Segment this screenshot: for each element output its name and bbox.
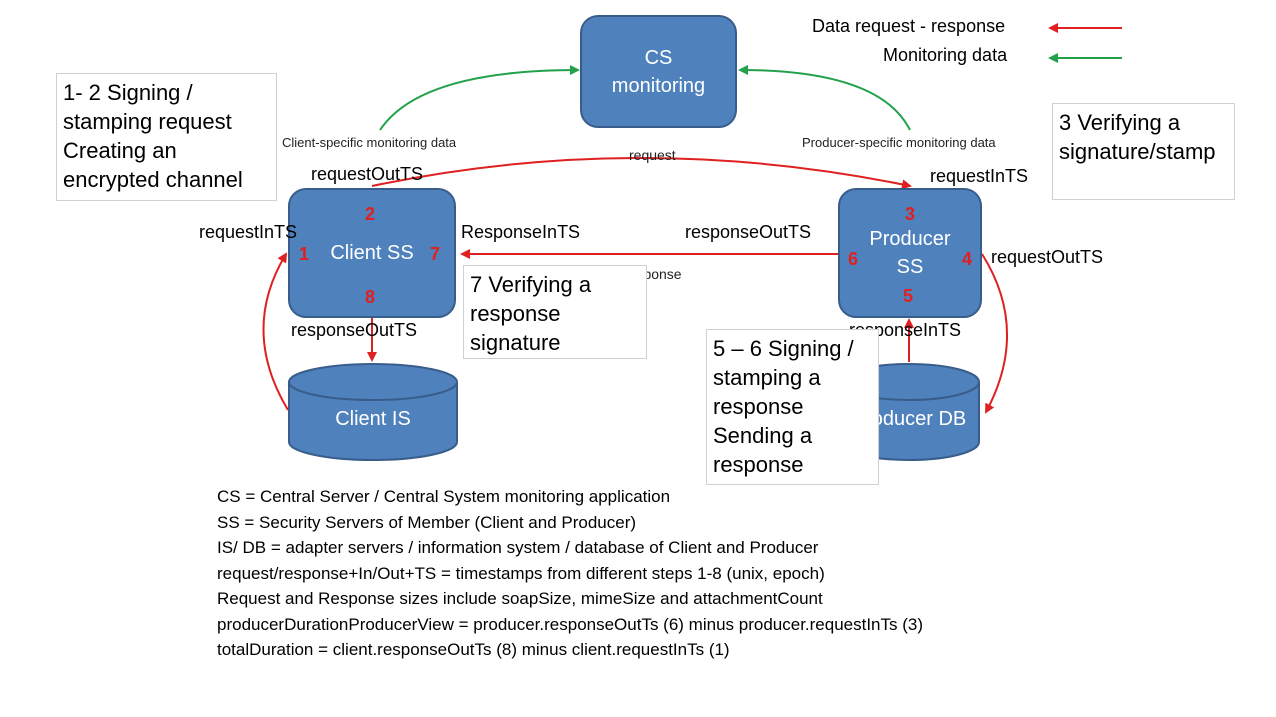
step-6: 6 — [848, 249, 859, 269]
definition-cs: CS = Central Server / Central System mon… — [217, 487, 671, 506]
definition-producer-duration: producerDurationProducerView = producer.… — [217, 615, 924, 634]
client-ss-node: Client SS — [288, 188, 456, 318]
producer-monitoring-arrow — [738, 65, 911, 131]
producer-request-out-ts: requestOutTS — [991, 247, 1104, 267]
definition-is-db: IS/ DB = adapter servers / information s… — [217, 538, 819, 557]
producer-db-label: Producer DB — [851, 408, 967, 430]
client-ss-label: Client SS — [330, 242, 414, 264]
definition-timestamps: request/response+In/Out+TS = timestamps … — [217, 564, 825, 583]
step-1: 1 — [299, 244, 310, 264]
client-response-out-ts: responseOutTS — [291, 320, 418, 340]
client-monitoring-arrow — [379, 65, 580, 131]
definition-ss: SS = Security Servers of Member (Client … — [217, 513, 637, 532]
client-response-in-ts: ResponseInTS — [461, 222, 581, 242]
producer-ss-label: Producer SS — [869, 228, 951, 278]
cs-monitoring-label: CS monitoring — [611, 46, 706, 97]
step-3: 3 — [905, 204, 916, 224]
note-verifying-response: 7 Verifying a response signature — [463, 265, 647, 359]
step-7: 7 — [430, 244, 441, 264]
producer-request-in-ts: requestInTS — [930, 166, 1029, 186]
producer-ss-node: Producer SS — [838, 188, 982, 318]
client-monitoring-label: Client-specific monitoring data — [282, 135, 457, 150]
legend-data-request-response: Data request - response — [812, 16, 1006, 36]
legend-monitoring-data: Monitoring data — [883, 45, 1008, 65]
note-signing-request: 1- 2 Signing / stamping request Creating… — [56, 73, 277, 201]
definition-total-duration: totalDuration = client.responseOutTs (8)… — [217, 640, 730, 659]
client-request-out-ts: requestOutTS — [311, 164, 424, 184]
cs-monitoring-node: CS monitoring — [580, 15, 737, 128]
client-request-in-ts: requestInTS — [199, 222, 298, 242]
note-verifying-signature: 3 Verifying a signature/stamp — [1052, 103, 1235, 200]
client-is-label: Client IS — [335, 408, 411, 430]
step-5: 5 — [903, 286, 914, 306]
request-label: request — [629, 147, 676, 163]
producer-response-out-ts: responseOutTS — [685, 222, 812, 242]
step-2: 2 — [365, 204, 376, 224]
client-is-to-ss-arrow — [262, 252, 289, 411]
step-8: 8 — [365, 287, 376, 307]
producer-monitoring-label: Producer-specific monitoring data — [802, 135, 996, 150]
note-signing-response: 5 – 6 Signing / stamping a response Send… — [706, 329, 879, 485]
step-4: 4 — [962, 249, 973, 269]
client-is-cylinder — [288, 363, 458, 461]
request-arrow — [371, 157, 912, 190]
producer-ss-to-db-arrow — [981, 253, 1008, 414]
definition-sizes: Request and Response sizes include soapS… — [217, 589, 823, 608]
